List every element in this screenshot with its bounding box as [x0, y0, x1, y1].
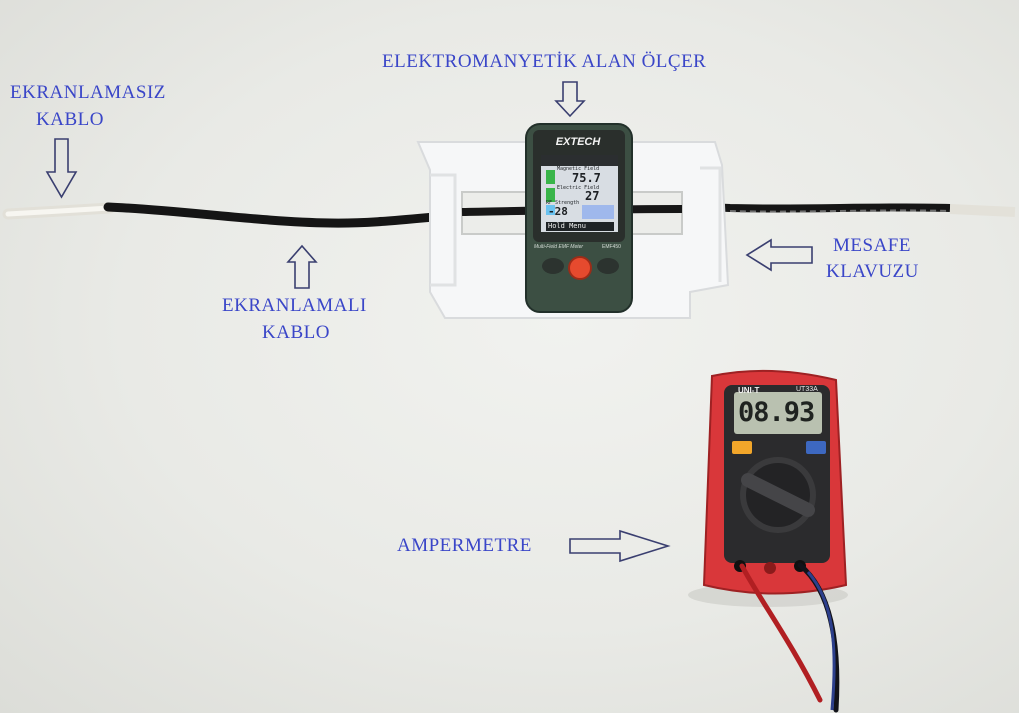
emf-soft-keys: Hold Menu: [548, 222, 586, 230]
emf-field3-label: RF Strength: [546, 200, 580, 206]
emf-field3-value: -28: [548, 205, 568, 218]
emf-brand-text: EXTECH: [555, 136, 601, 148]
distance-guide-label-line2: KLAVUZU: [826, 261, 919, 282]
emf-meter-device: [525, 123, 633, 313]
distance-guide-arrow: [745, 238, 813, 272]
emf-meter-label: ELEKTROMANYETİK ALAN ÖLÇER: [382, 51, 707, 72]
emf-field1-value: 75.7: [572, 171, 601, 185]
emf-field2-label: Electric Field: [557, 185, 600, 191]
multimeter-reading: 08.93: [738, 397, 815, 428]
unshielded-arrow: [45, 138, 78, 199]
red-probe-lead: [739, 563, 823, 703]
ammeter-arrow: [569, 529, 671, 563]
shielded-arrow: [286, 244, 318, 289]
multimeter-brand: UNI-T: [738, 386, 760, 395]
emf-model-no: EMF450: [602, 244, 621, 250]
ammeter-label: AMPERMETRE: [397, 535, 532, 556]
emf-field1-label: Magnetic Field: [557, 166, 600, 172]
unshielded-cable-right: [949, 204, 1016, 217]
emf-field2-value: 27: [585, 189, 600, 203]
unshielded-cable-label-line2: KABLO: [36, 109, 104, 130]
distance-guide-label-line1: MESAFE: [833, 235, 911, 256]
unshielded-cable-label-line1: EKRANLAMASIZ: [10, 82, 166, 103]
multimeter-model: UT33A: [796, 386, 818, 393]
emf-arrow: [554, 81, 586, 118]
emf-model-line: Multi-Field EMF Meter: [534, 244, 584, 250]
shielded-cable-label-line1: EKRANLAMALI: [222, 295, 367, 316]
multimeter-device: [688, 369, 848, 607]
shielded-cable-label-line2: KABLO: [262, 322, 330, 343]
